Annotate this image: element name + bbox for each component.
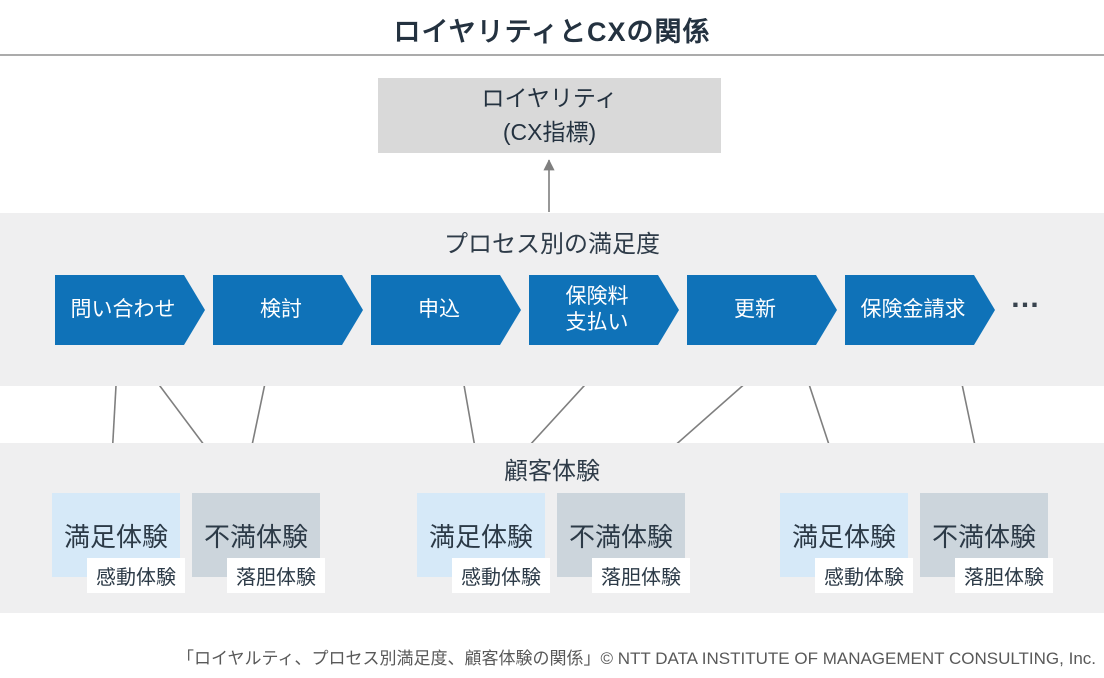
satisfaction-sublabel: 感動体験 bbox=[815, 558, 913, 593]
satisfaction-label: 満足体験 bbox=[791, 521, 896, 552]
process-step-label: 保険金請求 bbox=[860, 297, 966, 321]
process-step-label: 更新 bbox=[734, 297, 776, 321]
experience-group-1: 満足体験 不満体験 感動体験 落胆体験 bbox=[52, 493, 382, 593]
title-divider bbox=[0, 54, 1104, 56]
satisfaction-label: 満足体験 bbox=[428, 521, 533, 552]
process-step-inquiry: 問い合わせ bbox=[55, 275, 205, 345]
experience-band-label: 顧客体験 bbox=[504, 458, 600, 485]
copyright-footer: 「ロイヤルティ、プロセス別満足度、顧客体験の関係」© NTT DATA INST… bbox=[177, 649, 1096, 668]
process-step-label: 検討 bbox=[260, 297, 302, 321]
loyalty-box: ロイヤリティ (CX指標) bbox=[378, 78, 721, 153]
process-step-premium-payment: 保険料 支払い bbox=[529, 275, 679, 345]
experience-group-2: 満足体験 不満体験 感動体験 落胆体験 bbox=[417, 493, 747, 593]
diagram-title: ロイヤリティとCXの関係 bbox=[393, 17, 711, 47]
loyalty-label-line1: ロイヤリティ bbox=[481, 85, 618, 112]
process-step-label: 申込 bbox=[418, 297, 460, 321]
dissatisfaction-label: 不満体験 bbox=[931, 521, 1036, 552]
process-step-consideration: 検討 bbox=[213, 275, 363, 345]
process-step-application: 申込 bbox=[371, 275, 521, 345]
dissatisfaction-label: 不満体験 bbox=[568, 521, 673, 552]
process-step-label: 問い合わせ bbox=[70, 297, 176, 321]
experience-group-3: 満足体験 不満体験 感動体験 落胆体験 bbox=[780, 493, 1104, 593]
process-step-renewal: 更新 bbox=[687, 275, 837, 345]
satisfaction-label: 満足体験 bbox=[63, 521, 168, 552]
dissatisfaction-sublabel: 落胆体験 bbox=[955, 558, 1053, 593]
process-step-claim: 保険金請求 bbox=[845, 275, 995, 345]
process-step-label: 保険料 支払い bbox=[565, 284, 629, 334]
process-continuation-ellipsis: … bbox=[1010, 281, 1043, 314]
dissatisfaction-label: 不満体験 bbox=[203, 521, 308, 552]
satisfaction-sublabel: 感動体験 bbox=[87, 558, 185, 593]
process-steps-row: 問い合わせ 検討 申込 保険料 支払い 更新 保険金請求 bbox=[55, 275, 995, 345]
loyalty-label-line2: (CX指標) bbox=[502, 118, 597, 145]
dissatisfaction-sublabel: 落胆体験 bbox=[592, 558, 690, 593]
process-satisfaction-band: プロセス別の満足度 問い合わせ 検討 申込 保険料 支払い 更新 保険金請求 … bbox=[0, 213, 1104, 386]
satisfaction-sublabel: 感動体験 bbox=[452, 558, 550, 593]
process-band-label: プロセス別の満足度 bbox=[444, 231, 660, 258]
dissatisfaction-sublabel: 落胆体験 bbox=[227, 558, 325, 593]
